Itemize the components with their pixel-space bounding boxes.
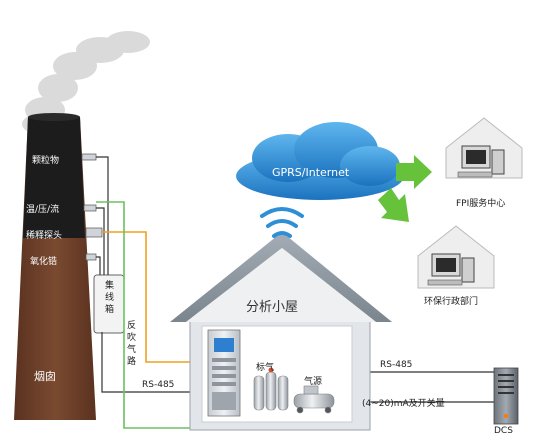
air-compressor: [293, 385, 335, 414]
office-fpi: [445, 117, 523, 179]
office-env: [417, 225, 495, 289]
gas-cylinders: [253, 367, 289, 411]
dcs-label: DCS: [494, 426, 513, 436]
backflush-label: 反吹气路: [127, 321, 137, 367]
wifi-icon: [260, 207, 304, 238]
analog-switch-label: (4~20)mA及开关量: [362, 399, 445, 409]
rs485-left-label: RS-485: [142, 380, 175, 390]
cloud-label: GPRS/Internet: [272, 166, 350, 179]
gas-standard-label: 标气: [256, 363, 275, 373]
gas-source-label: 气源: [304, 377, 323, 387]
chimney-label: 烟囱: [34, 370, 56, 383]
arrows: [378, 155, 432, 222]
chimney-sensor-zirconia: 氧化锆: [30, 257, 58, 267]
chimney-sensor-particulate: 颗粒物: [32, 156, 60, 166]
rs485-right-label: RS-485: [380, 360, 413, 370]
cloud: [236, 122, 404, 200]
dcs-server: [493, 367, 519, 425]
chimney-sensor-dilution-probe: 稀释探头: [26, 231, 63, 241]
chimney: [14, 113, 96, 420]
chimney-sensor-temp-pressure-flow: 温/压/流: [26, 205, 60, 215]
analysis-house-label: 分析小屋: [246, 300, 299, 315]
env-dept-label: 环保行政部门: [424, 297, 479, 307]
fpi-center-label: FPI服务中心: [456, 199, 506, 209]
junction-box-label: 集线箱: [105, 281, 115, 315]
analyzer-cabinet: [207, 329, 241, 417]
